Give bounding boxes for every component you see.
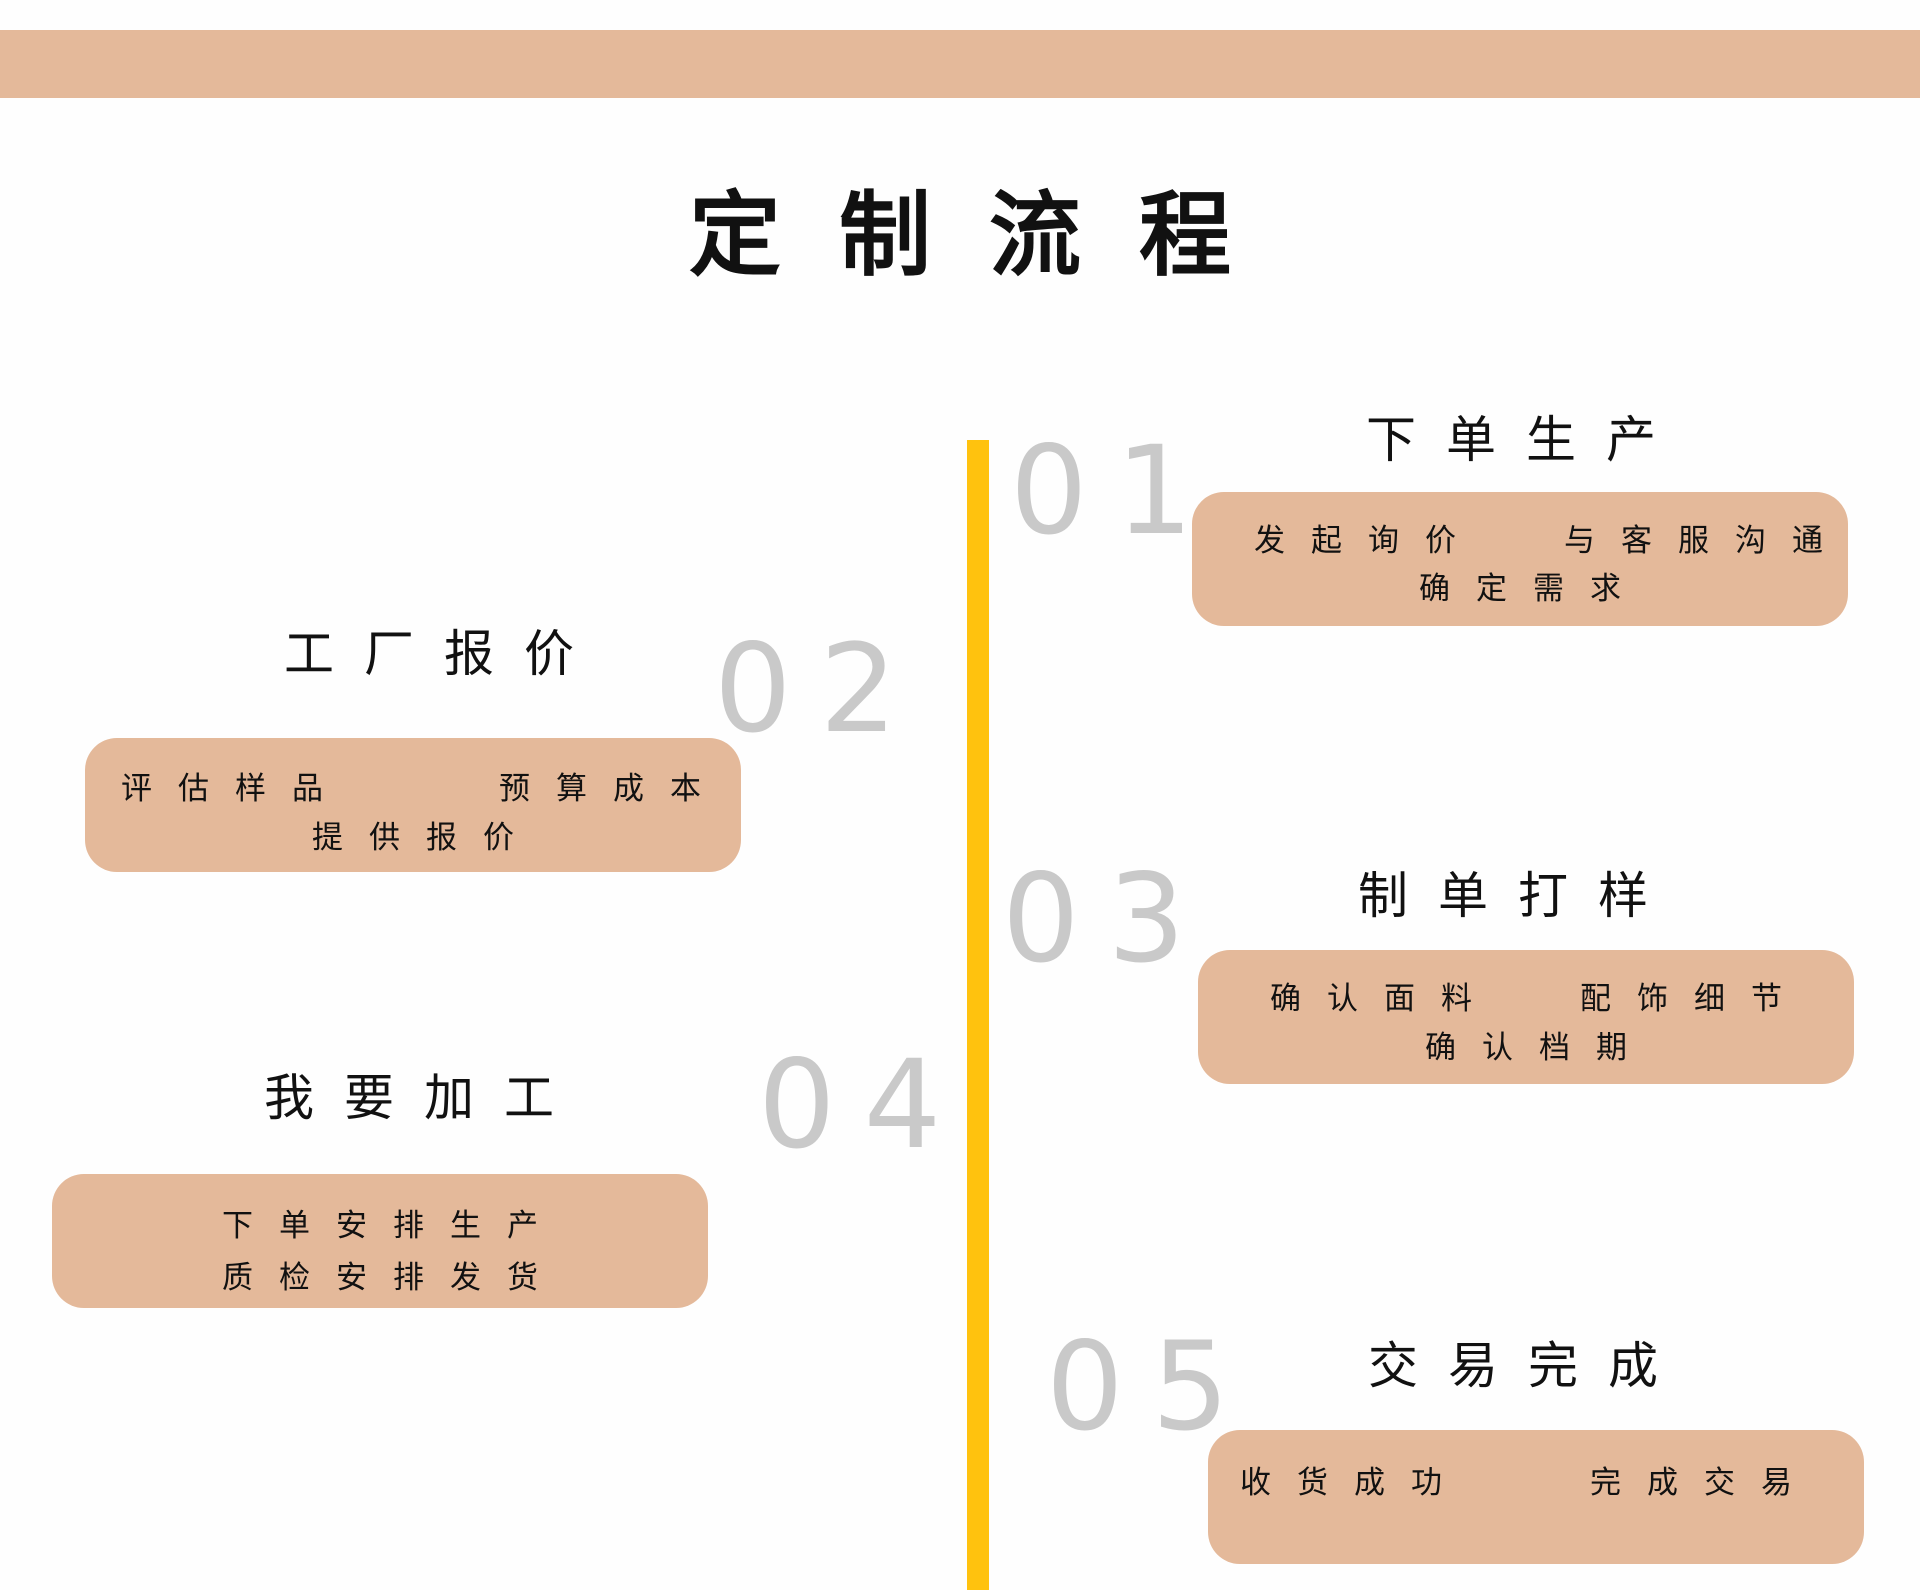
step-number: 03	[1002, 848, 1214, 990]
step-detail-3: 确定需求	[1419, 571, 1647, 607]
step-box: 确认面料 配饰细节 确认档期	[1198, 950, 1854, 1084]
step-detail-1: 下单安排生产	[222, 1208, 564, 1244]
step-detail-2: 质检安排发货	[222, 1260, 564, 1296]
timeline-line	[967, 440, 989, 1590]
step-detail-1: 收货成功	[1240, 1465, 1468, 1501]
step-box: 发起询价 与客服沟通 确定需求	[1192, 492, 1848, 626]
step-number: 01	[1010, 420, 1222, 562]
step-detail-1: 评估样品	[121, 771, 349, 807]
step-title: 下单生产	[1366, 411, 1686, 469]
step-detail-1: 确认面料	[1270, 981, 1498, 1017]
step-detail-1: 发起询价	[1254, 523, 1482, 559]
top-banner-band	[0, 30, 1920, 98]
step-detail-2: 配饰细节	[1580, 981, 1808, 1017]
step-box: 下单安排生产 质检安排发货	[52, 1174, 708, 1308]
step-number: 04	[758, 1034, 970, 1176]
step-detail-2: 预算成本	[499, 771, 727, 807]
step-title: 工厂报价	[284, 625, 604, 683]
step-box: 评估样品 预算成本 提供报价	[85, 738, 741, 872]
step-detail-3: 确认档期	[1425, 1030, 1653, 1066]
page-title: 定制流程	[688, 182, 1289, 289]
step-title: 我要加工	[264, 1069, 584, 1127]
step-title: 制单打样	[1358, 867, 1678, 925]
step-detail-2: 完成交易	[1590, 1465, 1818, 1501]
step-detail-2: 与客服沟通	[1564, 523, 1849, 559]
step-detail-3: 提供报价	[312, 820, 540, 856]
step-number: 05	[1046, 1316, 1258, 1458]
step-number: 02	[714, 618, 926, 760]
step-title: 交易完成	[1368, 1337, 1688, 1395]
step-box: 收货成功 完成交易	[1208, 1430, 1864, 1564]
